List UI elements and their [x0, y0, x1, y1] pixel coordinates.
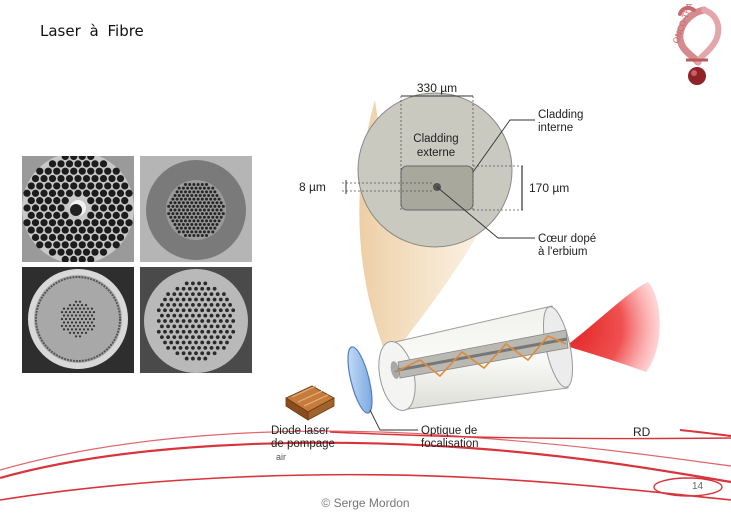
- cladding-interne-leader: [472, 119, 535, 173]
- optique-leader: [369, 409, 418, 431]
- slide-title: Laser à Fibre: [40, 22, 144, 40]
- cladding-interne-label-2: interne: [538, 122, 573, 134]
- dim-height-label: 170 µm: [529, 181, 569, 195]
- diode-laser-block: [285, 385, 335, 421]
- cladding-interne-label-1: Cladding: [538, 109, 583, 121]
- photo-small-holes-fiber: [140, 156, 252, 262]
- copyright: © Serge Mordon: [321, 496, 410, 510]
- optique-label-2: focalisation: [421, 438, 479, 450]
- fiber-cylinder: [378, 305, 574, 411]
- optique-label-1: Optique de: [421, 425, 477, 437]
- decorative-swoosh: [0, 429, 731, 501]
- coeur-leader: [436, 186, 535, 239]
- dim-width-label: 330 µm: [417, 81, 457, 95]
- coeur-label-2: à l'erbium: [538, 246, 588, 258]
- photo-large-hole-fiber: [22, 156, 134, 262]
- output-laser-beam: [566, 282, 660, 372]
- photo-hexagonal-holes-fiber: [140, 267, 252, 373]
- diode-label-2: de pompage: [271, 438, 335, 450]
- photo-ring-cladding-fiber: [22, 267, 134, 373]
- cladding-externe-label-1: Cladding: [413, 133, 458, 145]
- fiber-photos-grid: [22, 156, 252, 373]
- coeur-label-1: Cœur dopé: [538, 233, 596, 245]
- rd-label: RD: [633, 425, 651, 439]
- dim-core-label: 8 µm: [299, 180, 326, 194]
- page-number-oval: [653, 477, 723, 497]
- cladding-externe-label-2: externe: [417, 147, 455, 159]
- focusing-lens: [347, 346, 373, 414]
- diode-label-1: Diode laser: [271, 425, 329, 437]
- page-number: 14: [692, 481, 704, 492]
- onco-thai-logo: ONCO-THAI: [664, 0, 728, 90]
- diode-label-3: air: [276, 452, 286, 462]
